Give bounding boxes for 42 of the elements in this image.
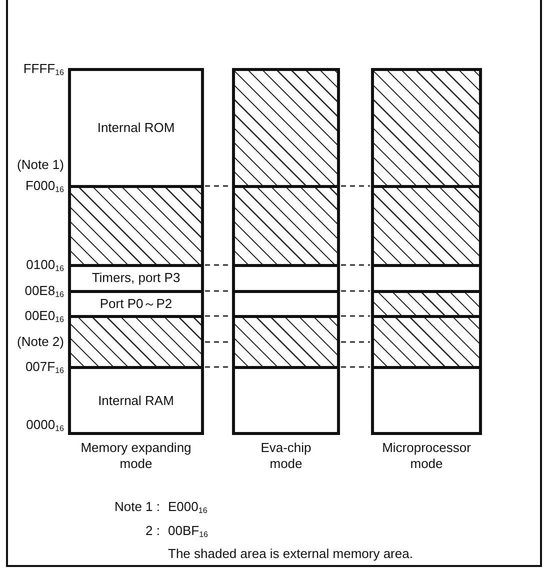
- mode-caption: Eva-chip mode: [260, 440, 312, 472]
- segment-label: Internal RAM: [98, 394, 174, 410]
- note-marker: (Note 1): [17, 158, 64, 171]
- address-label: F000$_{16}$: [25, 179, 64, 194]
- external-memory-area: [374, 314, 479, 367]
- address-label: 00E0$_{16}$: [24, 309, 64, 324]
- address-label: 00E8$_{16}$: [24, 284, 64, 299]
- alignment-line: [341, 366, 370, 368]
- external-memory-area: [235, 184, 337, 265]
- alignment-line: [341, 290, 370, 292]
- external-memory-area: [71, 314, 201, 367]
- alignment-line: [341, 341, 370, 343]
- external-memory-area: [235, 314, 337, 367]
- alignment-line: [205, 264, 231, 266]
- segment-label: Port P0～P2: [100, 296, 172, 312]
- address-label: 0100$_{16}$: [26, 258, 64, 273]
- external-memory-area: [374, 71, 479, 186]
- mode-caption: Memory expanding mode: [80, 440, 192, 472]
- note-text: 00BF$_{16}$: [168, 524, 208, 539]
- external-memory-area: [71, 184, 201, 265]
- mode-caption: Microprocessor mode: [381, 440, 472, 472]
- alignment-line: [341, 315, 370, 317]
- alignment-line: [205, 315, 231, 317]
- note-number: 2 :: [146, 524, 160, 537]
- alignment-line: [205, 290, 231, 292]
- note-text: The shaded area is external memory area.: [168, 547, 413, 560]
- address-label: FFFF$_{16}$: [23, 62, 64, 77]
- external-memory-area: [374, 290, 479, 316]
- alignment-line: [205, 341, 231, 343]
- alignment-line: [205, 185, 231, 187]
- address-label: 007F$_{16}$: [25, 360, 64, 375]
- segment-label: Internal ROM: [97, 121, 175, 136]
- alignment-line: [205, 366, 231, 368]
- note-marker: (Note 2): [17, 335, 64, 348]
- note-text: E000$_{16}$: [168, 500, 208, 515]
- external-memory-area: [374, 184, 479, 265]
- segment-label: Timers, port P3: [92, 271, 180, 286]
- address-label: 0000$_{16}$: [26, 418, 64, 433]
- note-number: Note 1 :: [114, 500, 160, 513]
- alignment-line: [341, 264, 370, 266]
- external-memory-area: [235, 71, 337, 186]
- alignment-line: [341, 185, 370, 187]
